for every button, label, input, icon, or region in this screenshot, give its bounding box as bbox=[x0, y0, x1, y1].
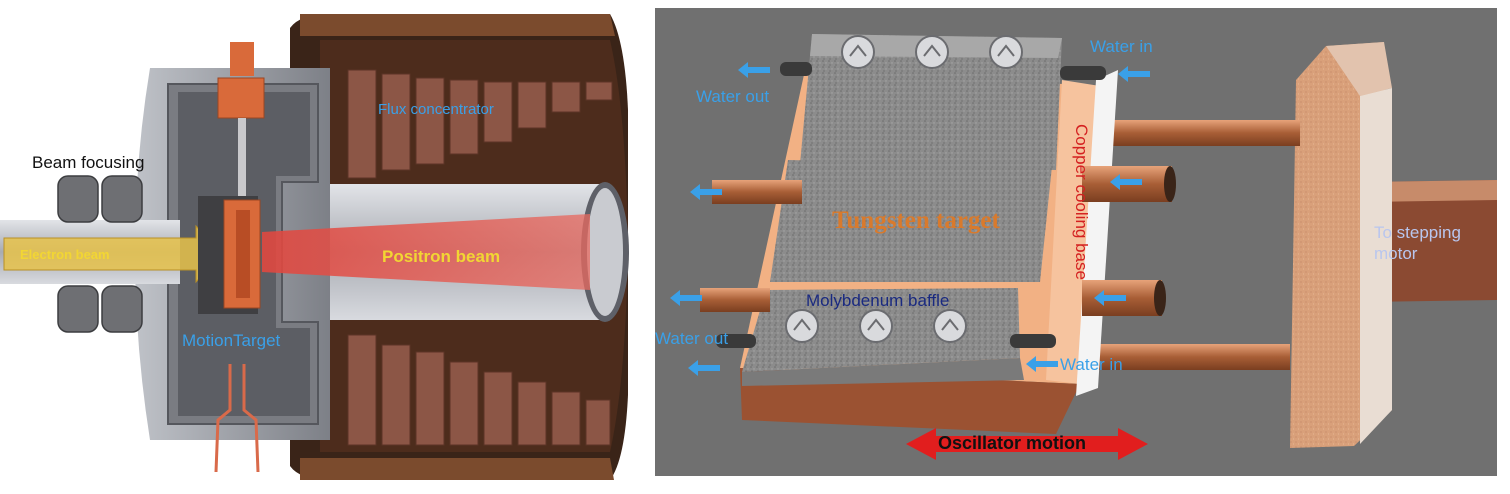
oscillator-motion-arrow bbox=[906, 428, 1148, 460]
target-support-wire bbox=[214, 364, 260, 473]
label-beam-focusing: Beam focusing bbox=[32, 153, 145, 172]
label-oscillator-motion: Oscillator motion bbox=[938, 433, 1087, 453]
motion-target-assembly bbox=[198, 42, 265, 314]
label-molybdenum-baffle: Molybdenum baffle bbox=[806, 291, 950, 310]
label-flux-concentrator: Flux concentrator bbox=[378, 101, 494, 118]
flux-fins-lower bbox=[347, 334, 611, 446]
stepping-motor-shaft bbox=[1360, 180, 1497, 302]
flux-fins-upper bbox=[347, 69, 613, 179]
label-motion-target: MotionTarget bbox=[182, 331, 281, 350]
label-water-out-bottom: Water out bbox=[655, 329, 729, 348]
copper-rod-top bbox=[1090, 120, 1300, 146]
label-copper-cooling-base: Copper cooling base bbox=[1072, 124, 1091, 280]
water-flow-arrows bbox=[670, 62, 1150, 376]
label-water-out-top: Water out bbox=[696, 87, 770, 106]
label-water-in-bottom: Water in bbox=[1060, 355, 1123, 374]
label-water-in-top: Water in bbox=[1090, 37, 1153, 56]
positron-beam-cone bbox=[262, 214, 590, 290]
tungsten-target-block bbox=[770, 160, 1052, 282]
label-tungsten-target: Tungsten target bbox=[832, 207, 1000, 234]
bolts bbox=[785, 35, 1023, 343]
label-to-stepping-motor: To stepping motor bbox=[1374, 223, 1461, 264]
label-electron-beam: Electron beam bbox=[20, 247, 110, 262]
label-positron-beam: Positron beam bbox=[382, 247, 501, 266]
copper-rod-bottom bbox=[1080, 344, 1290, 370]
stepping-motor-bracket bbox=[1290, 42, 1392, 448]
beam-focusing-magnets bbox=[57, 175, 143, 333]
